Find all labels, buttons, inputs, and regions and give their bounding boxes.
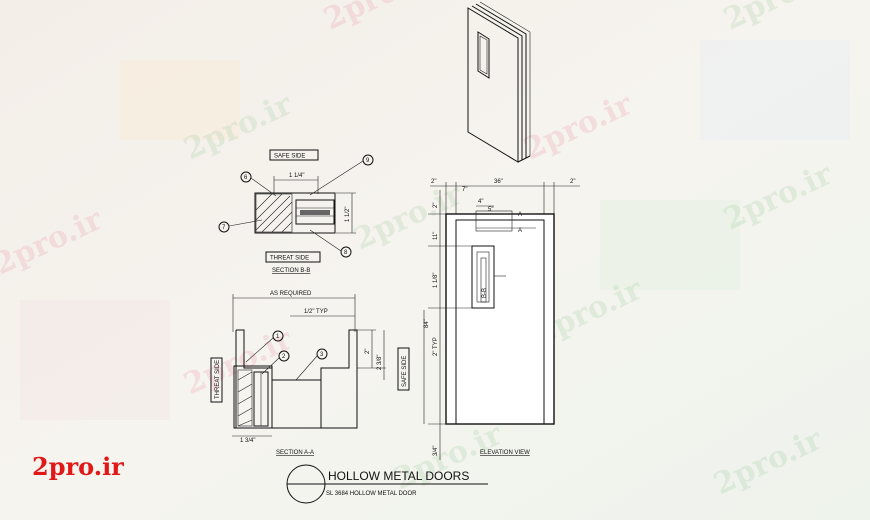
callout-number: 9	[366, 158, 370, 164]
dimension-text: 1 1/2"	[345, 207, 351, 222]
section-a-hatch-lines	[237, 371, 253, 427]
section-b-caption: SECTION B-B	[272, 268, 310, 274]
dimension-text: 7"	[462, 187, 467, 193]
dimension-text: 84"	[424, 319, 430, 328]
section-cut-box	[475, 210, 513, 232]
section-a-frame	[235, 329, 358, 429]
dimension-text: 1 1/8"	[433, 273, 439, 288]
callout-number: 7	[222, 225, 226, 231]
section-a-door-leaf	[233, 365, 273, 429]
dimension-text: 2"	[433, 203, 439, 208]
door-frame	[445, 213, 555, 425]
callout-bubble	[316, 348, 328, 360]
threat-side-label: THREAT SIDE	[270, 256, 309, 262]
callout-number: 1	[276, 334, 280, 340]
dimension-text: 1 3/4"	[240, 438, 255, 444]
door-face	[467, 7, 519, 163]
callout-bubble	[240, 171, 252, 183]
callout-leader	[250, 177, 277, 197]
door-vision-panel	[477, 31, 490, 79]
dimension-text: 11"	[433, 232, 439, 240]
section-mark: A	[518, 228, 522, 234]
door-edge	[517, 155, 531, 163]
vision-section-label: B-B	[482, 288, 488, 298]
callout-number: 2	[282, 354, 286, 360]
door-edge	[479, 1, 531, 156]
section-a-hatch	[237, 369, 253, 427]
title-block: HOLLOW METAL DOORS SL 3684 HOLLOW METAL …	[286, 464, 488, 504]
section-a-caption: SECTION A-A	[276, 450, 314, 456]
door-vision-glass	[479, 35, 488, 75]
callout-leader	[309, 229, 342, 252]
glazing-core	[300, 210, 330, 215]
callout-leader	[261, 357, 280, 375]
section-b-hatch-lines	[255, 193, 293, 233]
section-b-b: SAFE SIDE 1 1/4" 1 1/2" 6 9 7 8 TH	[218, 149, 374, 274]
door-edge	[471, 5, 523, 160]
dimension-text: 1 1/4"	[289, 173, 304, 179]
vision-panel	[471, 245, 495, 309]
elevation-caption: ELEVATION VIEW	[480, 450, 530, 456]
bg-tile	[20, 300, 170, 420]
callout-leader	[309, 160, 364, 196]
dimension-text: 2" TYP	[433, 337, 439, 356]
bg-tile	[120, 60, 240, 140]
callout-bubble	[362, 154, 374, 166]
vision-glass-inner	[480, 257, 487, 303]
dimension-text: 2"	[431, 179, 436, 185]
bg-tile	[700, 40, 850, 140]
door-leaf	[455, 219, 545, 425]
section-b-frame	[254, 192, 336, 234]
dimension-text: 4"	[478, 199, 483, 205]
dimension-text: 2 3/8"	[377, 355, 383, 370]
dimension-text: 2"	[570, 179, 575, 185]
dimension-text: 3/4"	[433, 446, 439, 456]
dimension-text: 2"	[365, 349, 371, 354]
section-a-typ-dim: 1/2" TYP	[304, 309, 328, 315]
section-b-hatch	[255, 193, 293, 233]
dimension-text: 5"	[488, 207, 493, 213]
safe-side-box	[269, 149, 319, 161]
callout-number: 8	[344, 250, 348, 256]
door-edge	[475, 3, 527, 158]
drawing-title: HOLLOW METAL DOORS	[328, 469, 469, 483]
callout-leader	[295, 355, 318, 381]
threat-side-box	[210, 357, 223, 403]
callout-number: 6	[244, 175, 248, 181]
safe-side-label: SAFE SIDE	[402, 356, 408, 387]
callout-bubble	[272, 330, 284, 342]
bg-tile	[600, 200, 740, 290]
door-isometric	[467, 1, 531, 163]
drawing-subtitle: SL 3684 HOLLOW METAL DOOR	[326, 491, 417, 497]
threat-side-box	[265, 251, 321, 263]
section-mark: A	[518, 212, 522, 218]
section-a-top-dim: AS REQUIRED	[270, 291, 312, 297]
elevation-view: 2" 7" 36" 2" B-B A A 4" 5" 2" 11" 1 1/8"…	[423, 179, 580, 460]
callout-number: 3	[320, 352, 324, 358]
safe-side-box	[397, 347, 410, 391]
callout-bubble	[218, 221, 230, 233]
section-a-a: AS REQUIRED 1/2" TYP 2" 2 3/8" 1 3/4" TH…	[210, 291, 410, 456]
section-b-glazing	[295, 199, 335, 225]
threat-side-label: THREAT SIDE	[215, 360, 221, 399]
callout-bubble	[340, 246, 352, 258]
dimension-text: 36"	[494, 179, 503, 185]
callout-leader	[228, 219, 263, 227]
callout-bubble	[278, 350, 290, 362]
brand-logo: 2pro.ir	[32, 452, 124, 481]
callout-leader	[245, 337, 274, 363]
safe-side-label: SAFE SIDE	[274, 154, 305, 160]
